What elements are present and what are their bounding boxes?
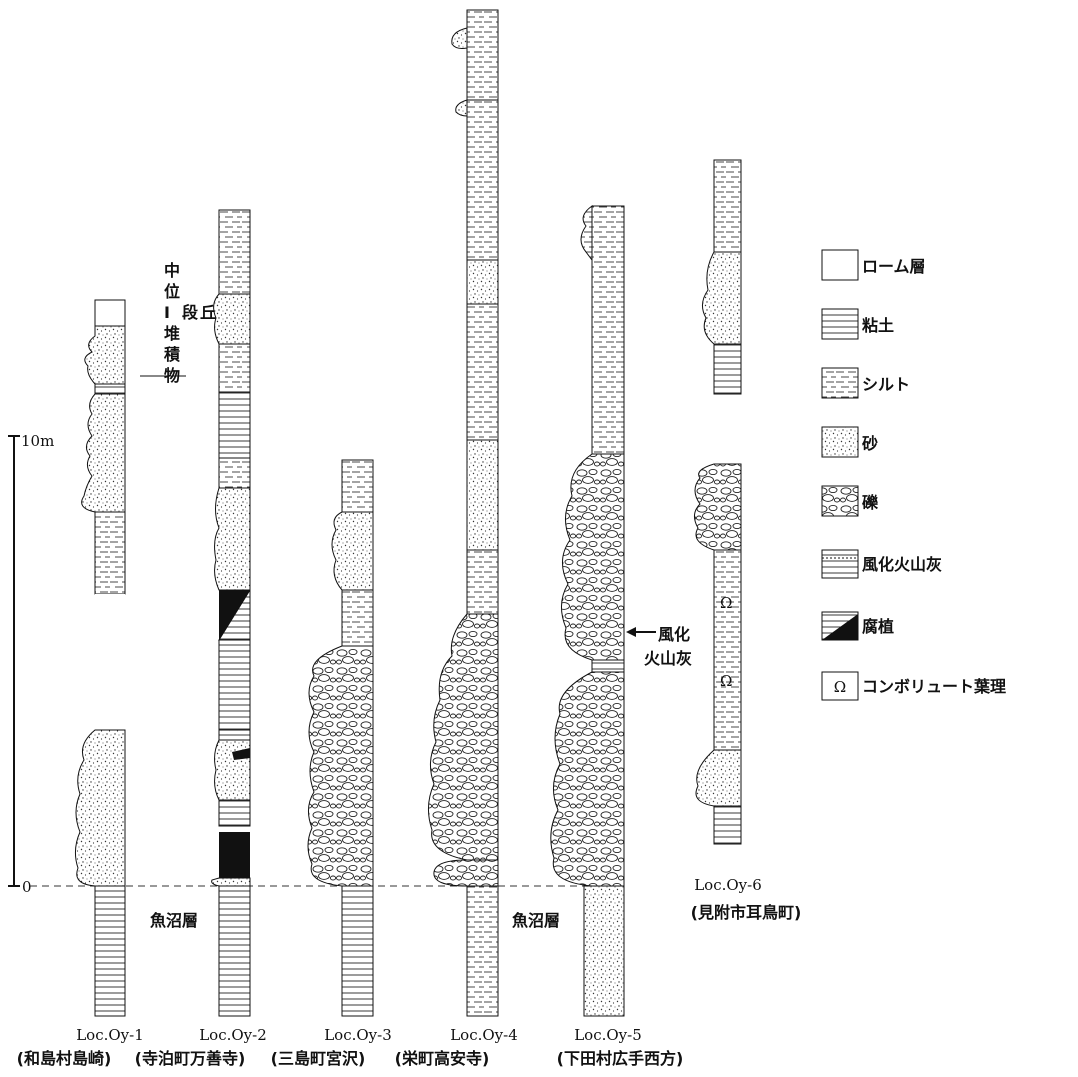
caption-oy-2-place: (寺泊町万善寺) bbox=[135, 1049, 246, 1068]
caption-oy-4-place: (栄町高安寺) bbox=[395, 1049, 490, 1068]
legend-silt-label: シルト bbox=[862, 375, 910, 394]
formation-label-uonuma-right: 魚沼層 bbox=[512, 911, 560, 930]
caption-oy-6-place: (見附市耳鳥町) bbox=[691, 903, 802, 922]
column-oy-3 bbox=[308, 460, 373, 1016]
legend: ローム層 粘土 シルト 砂 礫 風化火山灰 腐植 Ω コンボリュート葉理 bbox=[822, 250, 1006, 700]
caption-oy-1-id: Loc.Oy-1 bbox=[76, 1026, 144, 1044]
caption-oy-4-id: Loc.Oy-4 bbox=[450, 1026, 518, 1044]
legend-sand-label: 砂 bbox=[862, 434, 878, 453]
convolute-symbol-2: Ω bbox=[720, 672, 732, 690]
ash-note-line2: 火山灰 bbox=[644, 649, 692, 668]
svg-text:段: 段 bbox=[182, 303, 199, 322]
column-oy-6: Ω Ω bbox=[694, 160, 741, 844]
caption-oy-6-id: Loc.Oy-6 bbox=[694, 876, 762, 894]
svg-text:中: 中 bbox=[164, 261, 180, 280]
caption-oy-3-place: (三島町宮沢) bbox=[271, 1049, 366, 1068]
column-captions: Loc.Oy-1 (和島村島崎) Loc.Oy-2 (寺泊町万善寺) Loc.O… bbox=[17, 876, 802, 1068]
ash-note-line1: 風化 bbox=[658, 625, 690, 644]
caption-oy-2-id: Loc.Oy-2 bbox=[199, 1026, 267, 1044]
legend-ash-label: 風化火山灰 bbox=[862, 555, 942, 574]
caption-oy-5-id: Loc.Oy-5 bbox=[574, 1026, 642, 1044]
scale-bar: 10m 0 bbox=[8, 432, 54, 896]
legend-convolute-label: コンボリュート葉理 bbox=[862, 677, 1006, 696]
svg-text:堆: 堆 bbox=[164, 324, 180, 343]
convolute-symbol-1: Ω bbox=[720, 594, 732, 612]
column-oy-4 bbox=[428, 10, 498, 1016]
column-oy-5 bbox=[551, 206, 624, 1016]
scale-top-label: 10m bbox=[21, 432, 54, 450]
column-oy-1 bbox=[75, 300, 125, 1016]
caption-oy-5-place: (下田村広手西方) bbox=[557, 1049, 684, 1068]
legend-convolute-symbol: Ω bbox=[834, 678, 846, 696]
svg-text:丘: 丘 bbox=[200, 303, 216, 322]
svg-text:積: 積 bbox=[163, 345, 181, 364]
svg-text:位: 位 bbox=[164, 282, 180, 301]
column-oy-2 bbox=[212, 210, 250, 1016]
legend-loam-label: ローム層 bbox=[862, 257, 926, 276]
formation-label-uonuma-left: 魚沼層 bbox=[150, 911, 198, 930]
svg-text:Ⅰ: Ⅰ bbox=[164, 303, 170, 322]
terrace-label: 中 位 Ⅰ 段 丘 堆 積 物 bbox=[140, 261, 216, 385]
scale-zero-label: 0 bbox=[22, 878, 32, 896]
caption-oy-1-place: (和島村島崎) bbox=[17, 1049, 112, 1068]
legend-humus-label: 腐植 bbox=[862, 617, 894, 636]
caption-oy-3-id: Loc.Oy-3 bbox=[324, 1026, 392, 1044]
legend-gravel-label: 礫 bbox=[862, 493, 879, 512]
legend-clay-label: 粘土 bbox=[862, 316, 894, 335]
